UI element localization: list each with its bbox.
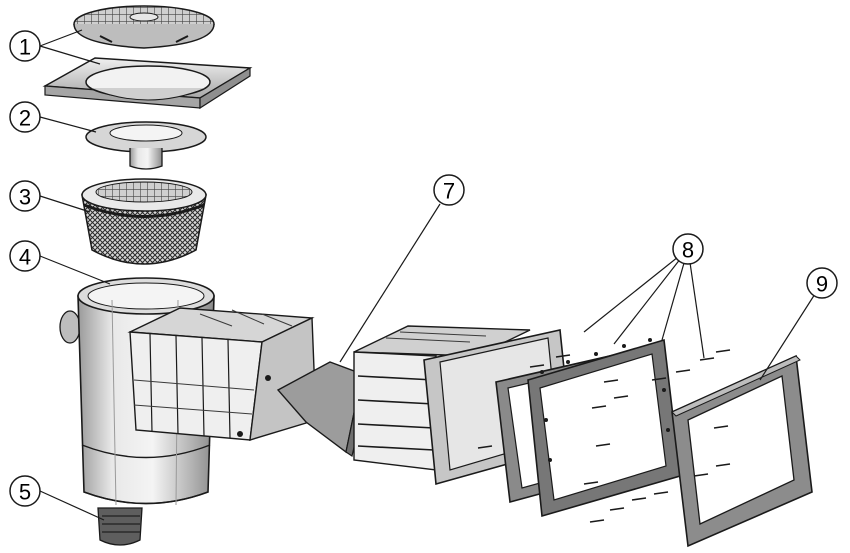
lid-cover [73,5,215,49]
callout-9: 9 [806,267,838,299]
callout-2-label: 2 [19,106,31,131]
callout-5-label: 5 [19,480,31,505]
callout-8-label: 8 [682,238,694,263]
bottom-fitting [97,507,143,546]
callout-3-label: 3 [19,185,31,210]
callout-8: 8 [672,233,704,265]
callout-7-label: 7 [443,179,455,204]
callout-9-label: 9 [816,272,828,297]
callout-1-label: 1 [19,35,31,60]
square-flange [42,57,253,110]
callout-1: 1 [9,30,41,62]
callout-3: 3 [9,180,41,212]
callout-4-label: 4 [19,245,31,270]
adapter-ring [85,121,207,170]
callout-4: 4 [9,240,41,272]
gasket-outer [527,338,681,518]
callout-5: 5 [9,475,41,507]
strainer-basket [81,178,207,265]
callout-7: 7 [433,174,465,206]
skimmer-mouth [127,307,317,441]
leader-lines [39,29,823,521]
front-cover-frame [671,354,813,548]
callout-2: 2 [9,101,41,133]
screws [477,349,731,523]
